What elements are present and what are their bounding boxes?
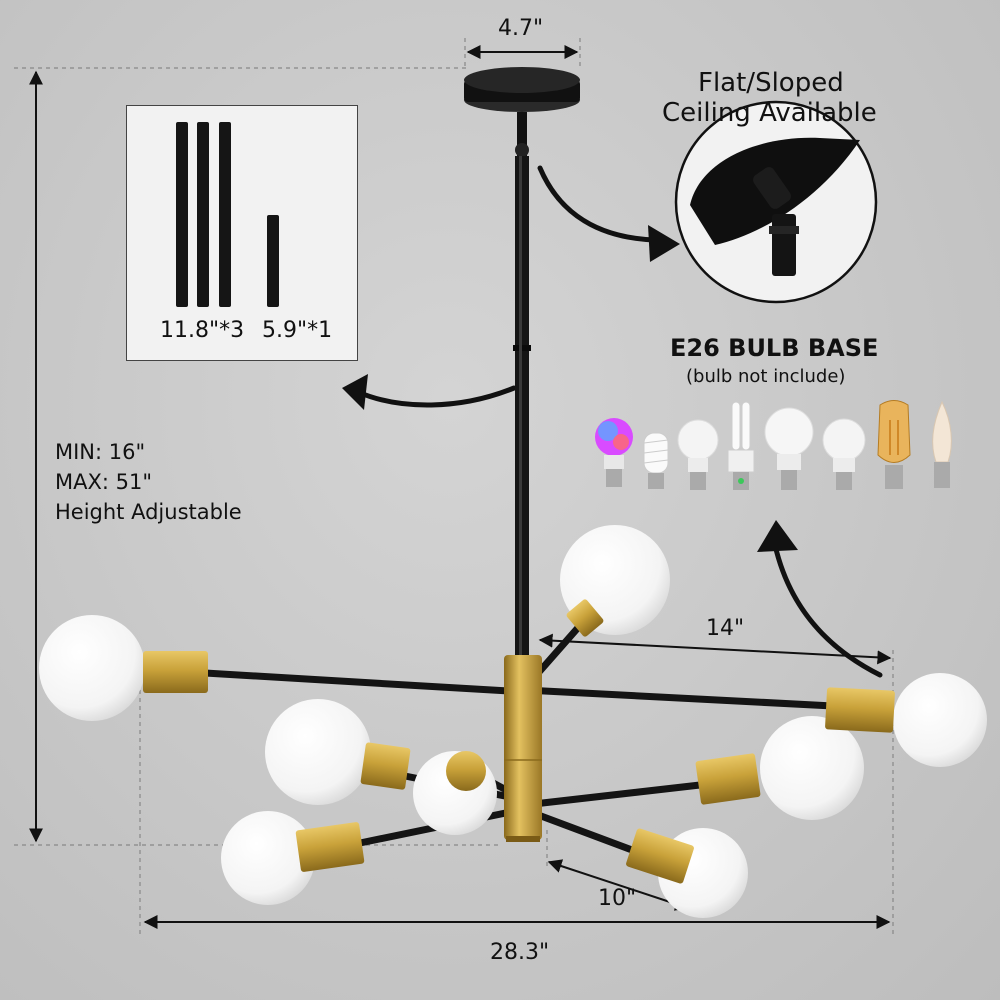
socket [446,751,486,791]
lower-reach-label: 10" [598,886,637,911]
a21-led-bulb-icon [764,407,814,490]
callout-arrowheads [342,225,798,552]
cfl-tube-bulb-icon [727,401,755,490]
socket [626,828,694,884]
ceiling-type-line2: Ceiling Available [662,98,877,128]
long-rods-label: 11.8"*3 [160,318,245,343]
overall-width-label: 28.3" [490,940,550,965]
callout-arrows [355,165,883,678]
bulb [893,673,987,767]
bulb-base-title: E26 BULB BASE [670,334,879,362]
bulb [39,615,145,721]
edison-filament-bulb-icon [877,400,911,489]
ceiling-canopy [464,67,580,157]
ceiling-detail-inset [674,100,878,304]
bulbs [39,525,987,918]
upper-reach-label: 14" [706,616,745,641]
short-rod-label: 5.9"*1 [262,318,333,343]
extension-rods-box [126,105,358,361]
socket [825,687,895,733]
upper-reach-arrow [538,633,892,665]
rgb-smart-bulb-icon [595,418,633,487]
socket [695,753,761,805]
bulb-types-row [595,400,952,490]
lower-reach-arrow [547,859,690,911]
spiral-cfl-bulb-icon [643,432,669,489]
a19-led-bulb-icon [677,419,719,490]
bulb [265,699,371,805]
height-max-label: MAX: 51" [55,470,153,494]
socket [143,651,208,693]
bulb-base-subtitle: (bulb not include) [686,366,846,387]
down-rod [513,156,531,661]
socket [295,822,365,872]
central-body [504,655,542,842]
height-adjustable-label: Height Adjustable [55,500,242,524]
height-min-label: MIN: 16" [55,440,146,464]
canopy-width-label: 4.7" [498,16,544,41]
ceiling-type-line1: Flat/Sloped [698,68,844,98]
bulb [221,811,315,905]
dimension-arrows [29,45,892,929]
socket [566,599,604,637]
bulb [760,716,864,820]
candle-flame-bulb-icon [932,400,952,488]
socket [360,742,411,790]
brass-sockets [143,599,895,884]
globe-led-bulb-icon [822,418,866,490]
